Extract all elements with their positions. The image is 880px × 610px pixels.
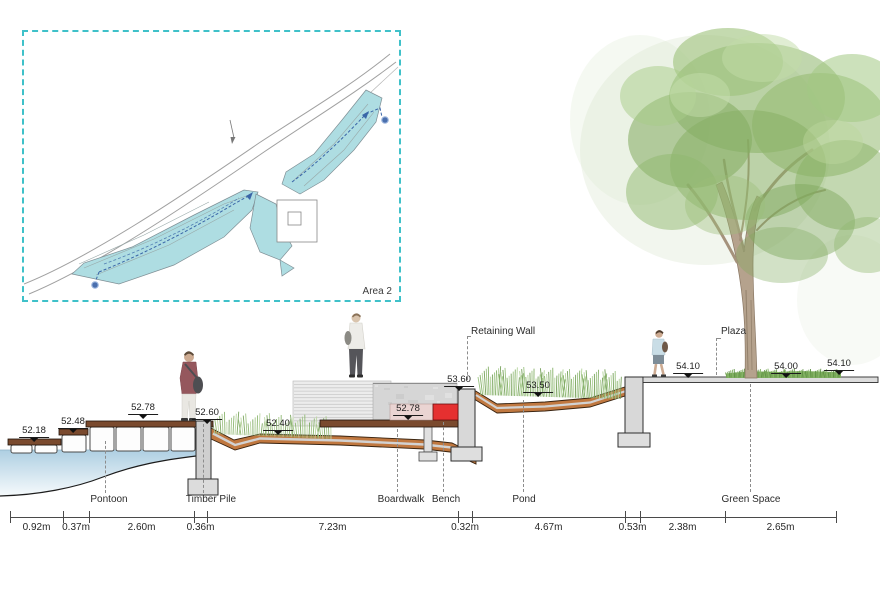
dimension-baseline xyxy=(10,517,836,518)
dimension-label: 4.67m xyxy=(534,522,563,533)
deck-high xyxy=(85,420,214,428)
spot-elevation: 53.60 xyxy=(444,375,474,391)
section-marker-dots xyxy=(91,116,389,289)
spot-elevation: 52.48 xyxy=(58,417,88,433)
dimension-tick xyxy=(640,511,641,523)
bench xyxy=(432,403,459,421)
level-triangle-icon xyxy=(139,414,147,419)
pond-bed-line xyxy=(0,455,197,497)
leader-timber-pile xyxy=(203,424,204,493)
level-triangle-icon xyxy=(835,370,843,375)
leader-pontoon xyxy=(105,441,106,493)
person-plaza xyxy=(651,330,668,377)
leader-plaza-h xyxy=(716,338,721,339)
retaining-wall-1 xyxy=(450,388,483,462)
spot-elevation: 54.10 xyxy=(673,362,703,378)
flow-arrowheads xyxy=(246,111,369,200)
callout-boardwalk: Boardwalk xyxy=(377,494,425,505)
dimension-tick xyxy=(207,511,208,523)
person-pontoon xyxy=(179,351,203,421)
spot-elevation: 52.60 xyxy=(192,408,222,424)
post-footing xyxy=(418,451,438,462)
spot-elevation: 52.40 xyxy=(263,419,293,435)
dimension-label: 2.60m xyxy=(127,522,156,533)
dimension-tick xyxy=(194,511,195,523)
level-triangle-icon xyxy=(534,392,542,397)
callout-timber-pile: Timber Pile xyxy=(185,494,237,505)
spot-elevation: 54.00 xyxy=(771,362,801,378)
level-triangle-icon xyxy=(782,373,790,378)
building xyxy=(276,199,318,243)
spot-elevation: 52.78 xyxy=(393,404,423,420)
level-triangle-icon xyxy=(30,437,38,442)
callout-plaza: Plaza xyxy=(721,326,747,337)
leader-retaining-wall-h xyxy=(467,336,471,337)
spot-elevation: 54.10 xyxy=(824,359,854,375)
callout-bench: Bench xyxy=(431,494,461,505)
dimension-label: 2.38m xyxy=(668,522,697,533)
level-triangle-icon xyxy=(69,428,77,433)
swale-grass xyxy=(212,411,332,440)
lawn-grass xyxy=(725,368,841,378)
callout-pontoon: Pontoon xyxy=(90,494,128,505)
tree xyxy=(620,28,880,379)
callout-pond: Pond xyxy=(512,494,536,505)
dimension-label: 0.53m xyxy=(618,522,647,533)
spot-elevation: 53.50 xyxy=(523,381,553,397)
spot-elevation: 52.18 xyxy=(19,426,49,442)
leader-pond xyxy=(523,400,524,492)
dimension-label: 0.92m xyxy=(22,522,51,533)
dimension-label: 2.65m xyxy=(766,522,795,533)
dimension-tick xyxy=(10,511,11,523)
retaining-wall-2 xyxy=(617,376,651,448)
tree-canopy xyxy=(620,28,880,283)
level-triangle-icon xyxy=(455,386,463,391)
dimension-tick xyxy=(458,511,459,523)
boardwalk-deck xyxy=(319,419,459,428)
boardwalk xyxy=(319,419,459,462)
leader-boardwalk xyxy=(397,429,398,492)
terrace-lines xyxy=(78,103,375,276)
dimension-tick xyxy=(836,511,837,523)
dimension-tick xyxy=(472,511,473,523)
level-triangle-icon xyxy=(684,373,692,378)
north-line xyxy=(229,119,236,144)
level-triangle-icon xyxy=(274,430,282,435)
dimension-label: 0.37m xyxy=(62,522,90,533)
flow-lines xyxy=(95,107,383,281)
dimension-tick xyxy=(725,511,726,523)
person-stairs xyxy=(344,313,366,378)
spot-elevation: 52.78 xyxy=(128,403,158,419)
callout-retaining-wall: Retaining Wall xyxy=(471,326,536,337)
level-triangle-icon xyxy=(203,419,211,424)
dimension-label: 7.23m xyxy=(318,522,347,533)
plan-area-label: Area 2 xyxy=(362,286,392,297)
leader-green-space xyxy=(750,384,751,492)
leader-bench xyxy=(443,422,444,492)
dimension-label: 0.36m xyxy=(186,522,215,533)
dimension-tick xyxy=(89,511,90,523)
plan-drawing xyxy=(24,53,399,295)
leader-plaza xyxy=(716,338,717,375)
dimension-label: 0.32m xyxy=(451,522,479,533)
leader-retaining-wall xyxy=(467,336,468,380)
plan-inset: Area 2 xyxy=(22,30,401,302)
callout-green-space: Green Space xyxy=(721,494,781,505)
dimension-tick xyxy=(63,511,64,523)
level-triangle-icon xyxy=(404,415,412,420)
dimension-tick xyxy=(625,511,626,523)
